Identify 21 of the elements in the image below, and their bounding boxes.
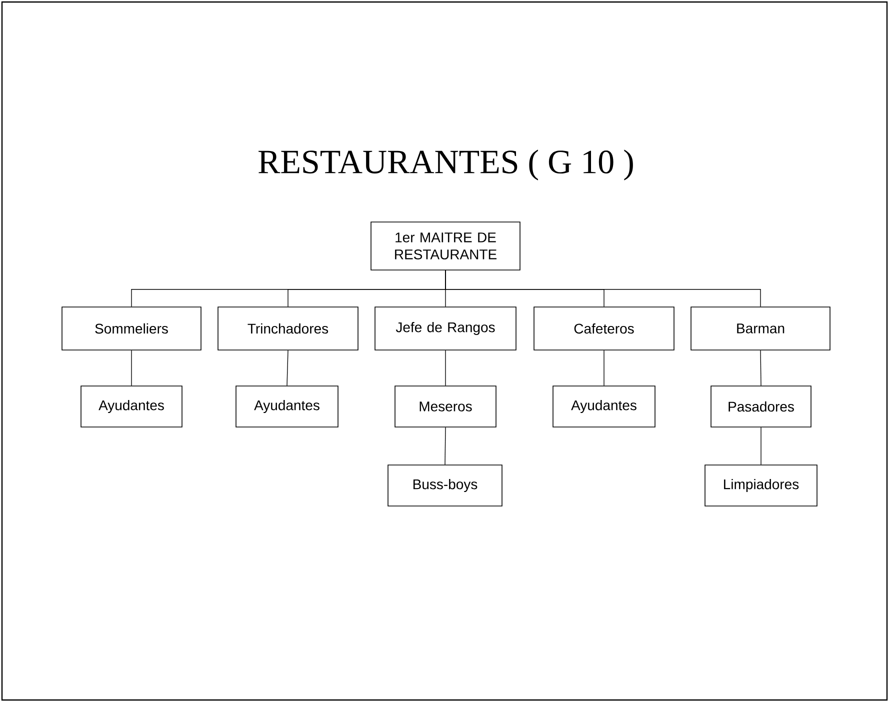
- org-box: Cafeteros: [534, 306, 674, 350]
- org-box: Ayudantes: [80, 386, 182, 428]
- org-box: Pasadores: [710, 386, 812, 428]
- connector-line: [445, 350, 446, 386]
- org-box: Meseros: [394, 386, 496, 428]
- connector-line: [445, 270, 761, 307]
- connector-line: [760, 350, 762, 386]
- connector-line: [131, 350, 132, 386]
- connector-line: [286, 350, 288, 386]
- connector-line: [760, 427, 762, 465]
- org-box: 1er MAITRE DE RESTAURANTE: [370, 222, 520, 270]
- org-box: Trinchadores: [218, 306, 358, 350]
- org-box: Ayudantes: [236, 386, 338, 428]
- org-box: Ayudantes: [552, 386, 656, 428]
- org-box: Barman: [690, 306, 830, 350]
- title: RESTAURANTES ( G 10 ): [258, 150, 633, 180]
- org-box: Limpiadores: [704, 464, 818, 506]
- org-box: Sommeliers: [62, 306, 202, 350]
- org-box: Buss-boys: [388, 464, 502, 506]
- org-box: Jefe de Rangos: [374, 306, 516, 350]
- connector-line: [444, 427, 446, 465]
